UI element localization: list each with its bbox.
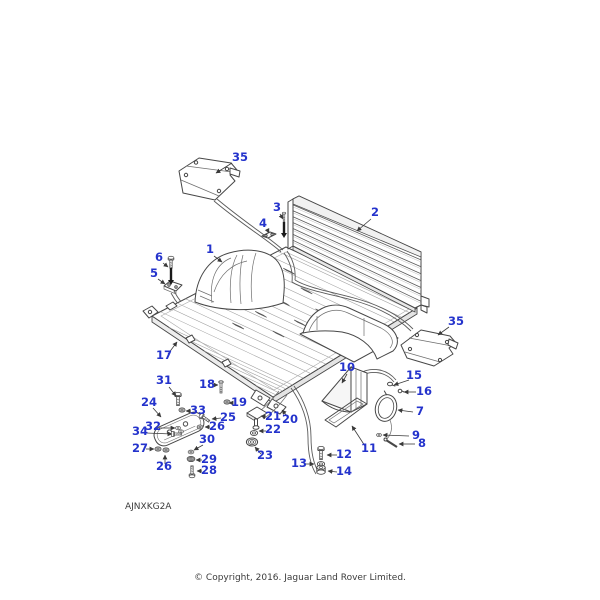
callout-35: 35: [437, 314, 464, 336]
callout-number: 22: [265, 422, 281, 436]
callout-number: 31: [156, 373, 172, 387]
callout-number: 26: [156, 459, 172, 473]
callout-number: 30: [199, 432, 215, 446]
callout-number: 3: [273, 200, 281, 214]
diagram-code: AJNXKG2A: [125, 502, 172, 512]
callout-number: 28: [201, 463, 217, 477]
callout-number: 11: [361, 441, 377, 455]
callout-number: 34: [132, 424, 148, 438]
callout-number: 23: [257, 448, 273, 462]
callout-2: 2: [356, 205, 379, 232]
callout-26: 26: [156, 454, 172, 473]
callout-number: 7: [416, 404, 424, 418]
callout-26: 26: [204, 419, 225, 433]
callout-13: 13: [291, 456, 315, 470]
part-mounting-plate-right: [400, 329, 459, 367]
callout-number: 25: [220, 410, 236, 424]
callout-21: 21: [260, 409, 281, 423]
floor-wheelarch-bridge: [299, 304, 399, 363]
callout-10: 10: [339, 360, 355, 384]
callout-12: 12: [326, 447, 352, 461]
callout-number: 19: [231, 395, 247, 409]
callout-25: 25: [211, 410, 236, 424]
callout-number: 2: [371, 205, 379, 219]
callout-number: 29: [201, 452, 217, 466]
callout-6: 6: [155, 250, 169, 268]
callout-32: 32: [145, 419, 176, 433]
callout-35: 35: [215, 150, 248, 174]
callout-18: 18: [199, 377, 219, 391]
callout-number: 16: [416, 384, 432, 398]
callout-number: 27: [132, 441, 148, 455]
part-anchor-plate: [163, 255, 183, 295]
callout-28: 28: [196, 463, 217, 477]
callout-11: 11: [351, 425, 377, 455]
callout-number: 24: [141, 395, 157, 409]
callout-number: 1: [206, 242, 214, 256]
callout-19: 19: [228, 395, 247, 409]
callout-22: 22: [258, 422, 281, 436]
part-bolt-stack: [316, 445, 326, 475]
callout-number: 33: [190, 403, 206, 417]
callout-number: 26: [209, 419, 225, 433]
callout-23: 23: [254, 446, 273, 462]
callout-number: 12: [336, 447, 352, 461]
callout-15: 15: [393, 368, 422, 386]
callout-number: 21: [265, 409, 281, 423]
callout-number: 14: [336, 464, 352, 478]
install-direction-arrows: [168, 222, 287, 285]
callout-number: 10: [339, 360, 355, 374]
part-bracket-assembly: [153, 391, 212, 479]
callout-17: 17: [156, 341, 178, 362]
callout-number: 8: [418, 436, 426, 450]
part-mounting-plate-top: [178, 157, 241, 201]
callout-number: 5: [150, 266, 158, 280]
callout-number: 17: [156, 348, 172, 362]
callout-8: 8: [398, 436, 426, 450]
callout-1: 1: [206, 242, 223, 263]
part-wheelarch-cover: [194, 249, 285, 311]
callout-31: 31: [156, 373, 177, 397]
front-panel-ribs: [292, 204, 422, 304]
callout-number: 13: [291, 456, 307, 470]
callout-number: 9: [412, 428, 420, 442]
callout-33: 33: [185, 403, 206, 417]
callout-number: 6: [155, 250, 163, 264]
callout-number: 15: [406, 368, 422, 382]
callout-number: 18: [199, 377, 215, 391]
callout-20: 20: [281, 409, 298, 426]
callout-3: 3: [273, 200, 284, 220]
callout-29: 29: [195, 452, 217, 466]
callout-number: 35: [448, 314, 464, 328]
callout-16: 16: [403, 384, 432, 398]
callout-7: 7: [397, 404, 424, 418]
callout-4: 4: [259, 216, 270, 234]
callout-5: 5: [150, 266, 166, 285]
callout-number: 4: [259, 216, 267, 230]
callout-number: 20: [282, 412, 298, 426]
callout-number: 32: [145, 419, 161, 433]
part-strap-main: [213, 198, 414, 475]
callout-30: 30: [193, 432, 215, 451]
callout-14: 14: [327, 464, 352, 478]
callout-9: 9: [382, 428, 420, 442]
callout-number: 35: [232, 150, 248, 164]
callout-27: 27: [132, 441, 155, 455]
callout-24: 24: [141, 395, 162, 418]
copyright-text: © Copyright, 2016. Jaguar Land Rover Lim…: [194, 573, 406, 583]
callout-34: 34: [132, 424, 173, 438]
